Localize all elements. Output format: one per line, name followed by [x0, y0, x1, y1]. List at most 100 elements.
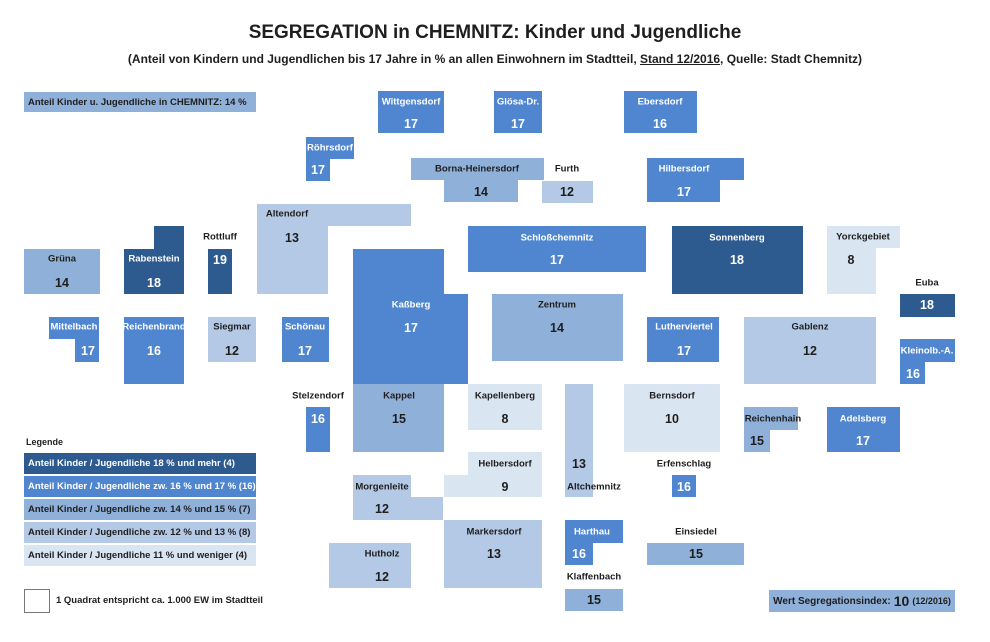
district-label-roehrsdorf: Röhrsdorf: [307, 142, 353, 154]
district-value-reichenbrand: 16: [147, 344, 161, 358]
legend-item-1: Anteil Kinder / Jugendliche 18 % und meh…: [24, 453, 256, 474]
district-label-lutherviertel: Lutherviertel: [655, 321, 713, 333]
district-shape-rabenstein-1: [154, 226, 184, 249]
district-value-euba: 18: [920, 298, 934, 312]
district-shape-gloesa-dr: [494, 91, 542, 133]
district-label-hilbersdorf: Hilbersdorf: [658, 163, 710, 175]
district-value-morgenleite: 12: [375, 502, 389, 516]
district-value-harthau: 16: [572, 547, 586, 561]
district-shape-kleinolb-a-2: [900, 362, 925, 384]
district-shape-zentrum: [492, 294, 623, 361]
district-shape-gruena: [24, 249, 100, 294]
district-shape-harthau-2: [565, 543, 593, 565]
district-value-klaffenbach: 15: [587, 593, 601, 607]
district-value-hutholz: 12: [375, 570, 389, 584]
district-value-gruena: 14: [55, 276, 69, 290]
district-shape-morgenleite-2: [353, 497, 443, 520]
district-shape-schlosschemnitz: [468, 226, 646, 272]
district-shape-roehrsdorf-1: [306, 137, 354, 159]
district-label-gablenz: Gablenz: [791, 321, 829, 333]
district-shape-erfenschlag: [672, 475, 696, 497]
district-label-klaffenbach: Klaffenbach: [566, 571, 622, 583]
index-label: Wert Segregationsindex:: [773, 595, 891, 607]
district-label-stelzendorf: Stelzendorf: [292, 390, 344, 402]
district-shape-altendorf-2: [257, 226, 328, 294]
district-label-harthau: Harthau: [574, 526, 610, 538]
district-value-rottluff: 19: [213, 253, 227, 267]
square-key-icon: [24, 589, 50, 613]
district-shape-markersdorf: [444, 520, 542, 588]
district-value-rabenstein: 18: [147, 276, 161, 290]
district-value-borna-heinersdorf: 14: [474, 185, 488, 199]
district-value-schoenau: 17: [298, 344, 312, 358]
district-label-morgenleite: Morgenleite: [355, 481, 409, 493]
district-shape-lutherviertel: [647, 317, 719, 362]
district-value-kleinolb-a: 16: [906, 367, 920, 381]
district-label-reichenhain: Reichenhain: [744, 413, 802, 425]
district-shape-helbersdorf-1: [468, 452, 542, 475]
district-label-borna-heinersdorf: Borna-Heinersdorf: [435, 163, 519, 175]
district-label-yorckgebiet: Yorckgebiet: [836, 231, 890, 243]
district-value-adelsberg: 17: [856, 434, 870, 448]
district-label-furth: Furth: [554, 163, 580, 175]
district-shape-hilbersdorf-2: [647, 180, 720, 202]
district-shape-kassberg-1: [353, 249, 444, 294]
district-value-kassberg: 17: [404, 321, 418, 335]
city-average-box: Anteil Kinder u. Jugendliche in CHEMNITZ…: [24, 92, 256, 112]
district-label-kleinolb-a: Kleinolb.-A.: [900, 345, 954, 357]
district-shape-hutholz: [329, 543, 411, 588]
district-shape-mittelbach-1: [49, 317, 99, 339]
district-value-zentrum: 14: [550, 321, 564, 335]
district-label-bernsdorf: Bernsdorf: [649, 390, 695, 402]
district-label-gruena: Grüna: [48, 253, 76, 265]
district-value-sonnenberg: 18: [730, 253, 744, 267]
subtitle-part-1: (Anteil von Kindern und Jugendlichen bis…: [127, 52, 640, 66]
district-value-bernsdorf: 10: [665, 412, 679, 426]
district-value-roehrsdorf: 17: [311, 163, 325, 177]
district-shape-stelzendorf: [306, 407, 330, 452]
district-shape-ebersdorf: [624, 91, 697, 133]
district-shape-sonnenberg: [672, 226, 803, 294]
index-value: 10: [893, 593, 910, 609]
district-shape-kapellenberg: [468, 384, 542, 430]
legend-item-2: Anteil Kinder / Jugendliche zw. 16 % und…: [24, 476, 256, 497]
district-shape-altendorf-1: [257, 204, 411, 226]
district-value-einsiedel: 15: [689, 547, 703, 561]
district-shape-kleinolb-a-1: [900, 339, 955, 362]
district-label-mittelbach: Mittelbach: [50, 321, 98, 333]
district-label-altchemnitz: Altchemnitz: [567, 481, 621, 493]
district-label-sonnenberg: Sonnenberg: [709, 232, 765, 244]
district-shape-rabenstein-2: [124, 249, 184, 294]
district-label-siegmar: Siegmar: [213, 321, 251, 333]
district-shape-yorckgebiet-2: [827, 248, 876, 294]
district-value-lutherviertel: 17: [677, 344, 691, 358]
subtitle-part-2: , Quelle: Stadt Chemnitz): [720, 52, 863, 66]
district-label-altendorf: Altendorf: [265, 208, 309, 220]
district-value-gablenz: 12: [803, 344, 817, 358]
district-value-wittgensdorf: 17: [404, 117, 418, 131]
district-shape-adelsberg: [827, 407, 900, 452]
district-shape-reichenbrand: [124, 317, 184, 384]
district-shape-klaffenbach: [565, 589, 623, 611]
district-shape-bernsdorf: [624, 384, 720, 452]
legend-title: Legende: [26, 437, 64, 447]
district-label-euba: Euba: [915, 277, 939, 289]
district-value-schlosschemnitz: 17: [550, 253, 564, 267]
district-shape-schoenau: [282, 317, 329, 362]
district-label-zentrum: Zentrum: [538, 299, 576, 311]
legend-item-3: Anteil Kinder / Jugendliche zw. 14 % und…: [24, 499, 256, 520]
district-shape-borna-heinersdorf-1: [411, 158, 544, 180]
district-shape-reichenhain-1: [744, 407, 798, 430]
district-label-schoenau: Schönau: [284, 321, 326, 333]
district-value-ebersdorf: 16: [653, 117, 667, 131]
district-value-siegmar: 12: [225, 344, 239, 358]
district-label-gloesa-dr: Glösa-Dr.: [496, 96, 540, 108]
district-label-kapellenberg: Kapellenberg: [474, 390, 536, 402]
district-label-reichenbrand: Reichenbrand: [122, 321, 186, 333]
district-label-erfenschlag: Erfenschlag: [656, 458, 712, 470]
district-value-markersdorf: 13: [487, 547, 501, 561]
district-shape-mittelbach-2: [75, 339, 99, 362]
district-label-wittgensdorf: Wittgensdorf: [381, 96, 441, 108]
subtitle-stand: Stand 12/2016: [640, 52, 721, 66]
district-label-kassberg: Kaßberg: [391, 299, 431, 311]
